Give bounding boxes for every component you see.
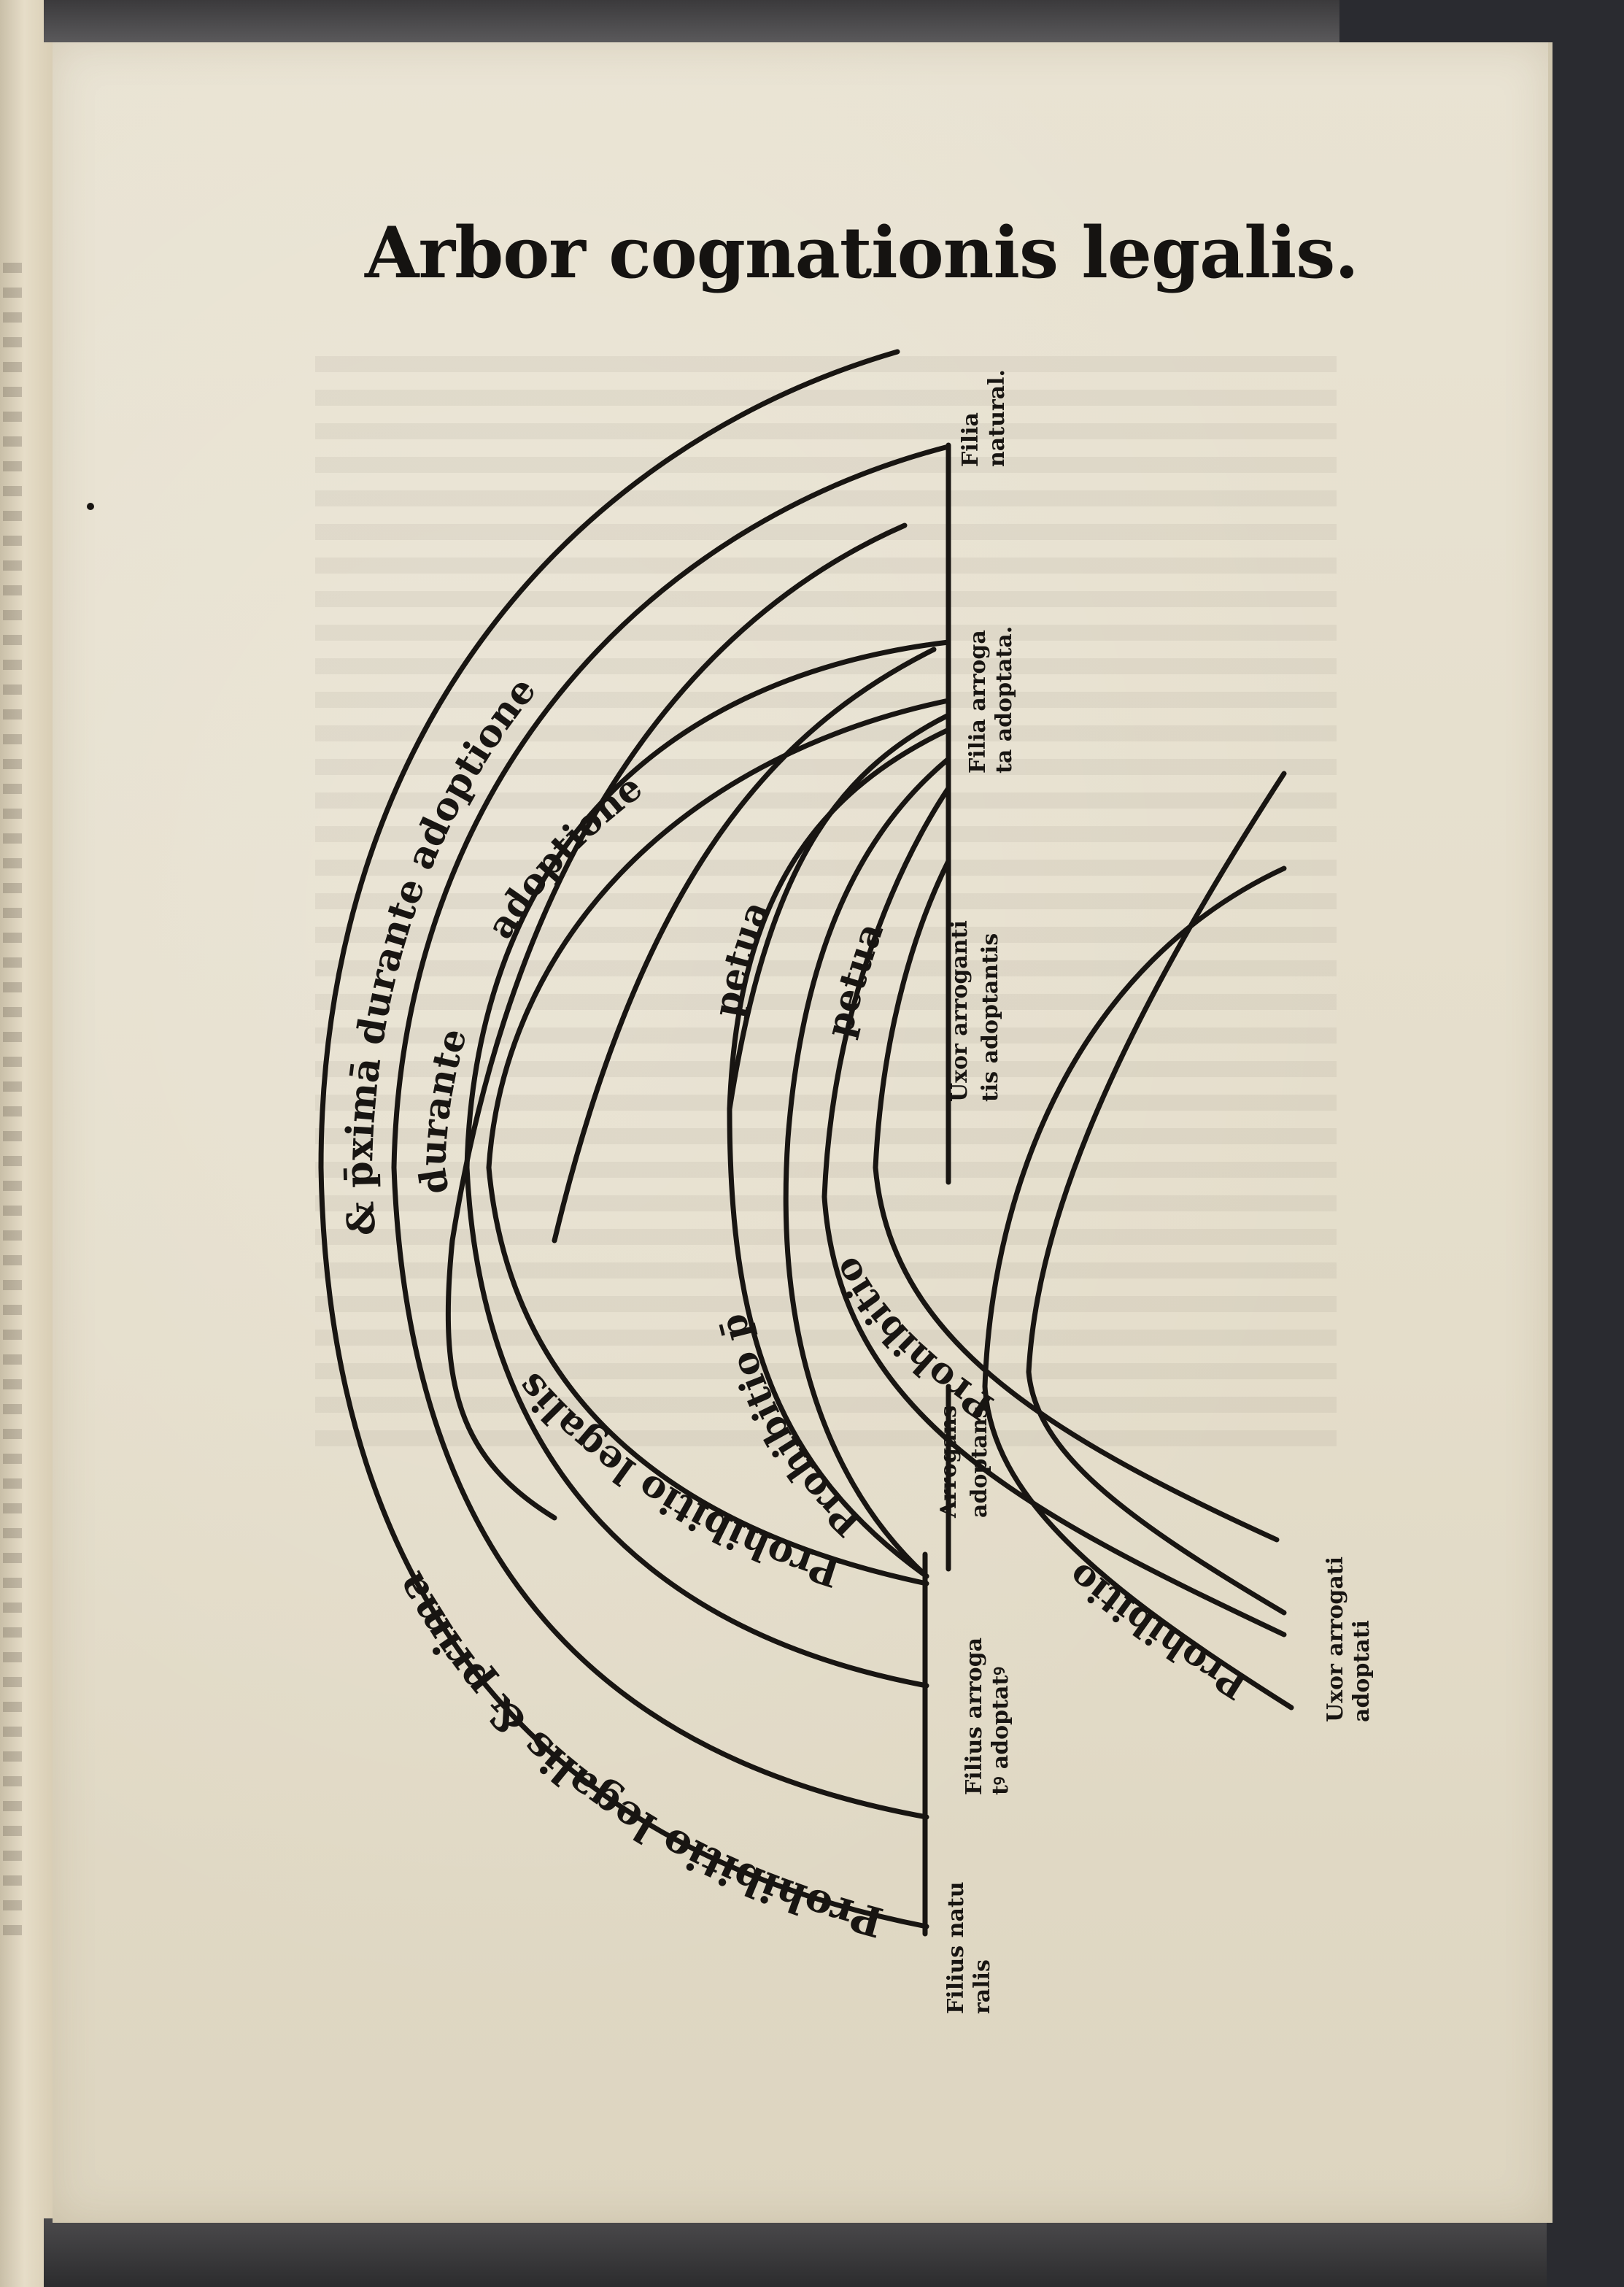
arc-second-b [486, 698, 951, 1586]
show-through-text [315, 356, 1337, 1451]
uxor-arrogantis-line2: tis adoptantis [978, 933, 1003, 1102]
arc-cross-2 [552, 647, 937, 1243]
filius-naturalis-line1: Filius natu [943, 1881, 969, 2014]
arc-fourth-b [873, 858, 1280, 1543]
filia-arrogata-line2: ta adoptata. [991, 626, 1017, 774]
arc-label-outer: Prohibitio legalis & prima [385, 1565, 888, 1947]
arc-cross-3 [727, 712, 951, 1112]
arc-third-b [783, 756, 951, 1579]
arc-cross-1 [445, 522, 908, 1521]
arc-label-third-upper: petua [705, 895, 778, 1020]
arc-label-second-upper-path: adoptione [478, 765, 650, 946]
book-page [53, 42, 1553, 2223]
filia-naturalis-line1: Filia [958, 412, 983, 467]
ink-dot [87, 503, 94, 510]
facing-page-text [3, 263, 22, 1941]
node-filia-naturalis: Filia natural. [958, 369, 1010, 467]
node-filius-naturalis: Filius natu ralis [943, 1881, 995, 2014]
uxor-arrogantis-line1: Uxor arroganti [947, 920, 973, 1102]
arc-label-outer-path: Prohibitio legalis & prima [385, 1565, 888, 1947]
arrogans-line2: adoptans [967, 1406, 992, 1518]
filia-arrogata-line1: Filia arroga [965, 630, 991, 774]
uxor-arrogati-line1: Uxor arrogati [1323, 1557, 1348, 1722]
arc-label-third: Prohibitio p̄ [711, 1310, 870, 1545]
node-filius-arrogatus: Filius arroga tꝰ adoptatꝰ [962, 1638, 1013, 1795]
arc-fourth-a [821, 785, 1287, 1638]
filius-naturalis-line2: ralis [970, 1959, 995, 2014]
node-uxor-arrogati: Uxor arrogati adoptati [1323, 1557, 1374, 1722]
book-cover-bottom [44, 2218, 1547, 2287]
node-arrogans: Arrogans adoptans [936, 1405, 992, 1519]
arc-label-second-upper: adoptione [478, 765, 650, 946]
filius-arrogatus-line2: tꝰ adoptatꝰ [988, 1667, 1013, 1795]
arc-fifth-a [982, 865, 1294, 1711]
filius-arrogatus-line1: Filius arroga [962, 1638, 987, 1795]
arc-fifth-b [1026, 771, 1287, 1616]
arc-label-third-upper-path: petua [705, 895, 778, 1020]
node-uxor-arrogantis: Uxor arroganti tis adoptantis [947, 920, 1003, 1102]
facing-page-edge [0, 0, 54, 2287]
diagram-title: Arbor cognationis legalis. [365, 212, 1359, 294]
filia-naturalis-line2: natural. [984, 369, 1010, 467]
arc-label-third-path: Prohibitio p̄ [711, 1310, 870, 1545]
book-cover-top [44, 0, 1342, 42]
arc-outer-a [318, 349, 929, 1929]
arc-lines [318, 349, 1294, 1937]
uxor-arrogati-line2: adoptati [1349, 1620, 1374, 1722]
arc-outer-b [391, 444, 951, 1820]
arrogans-line1: Arrogans [936, 1405, 962, 1519]
node-filia-arrogata: Filia arroga ta adoptata. [965, 626, 1017, 774]
